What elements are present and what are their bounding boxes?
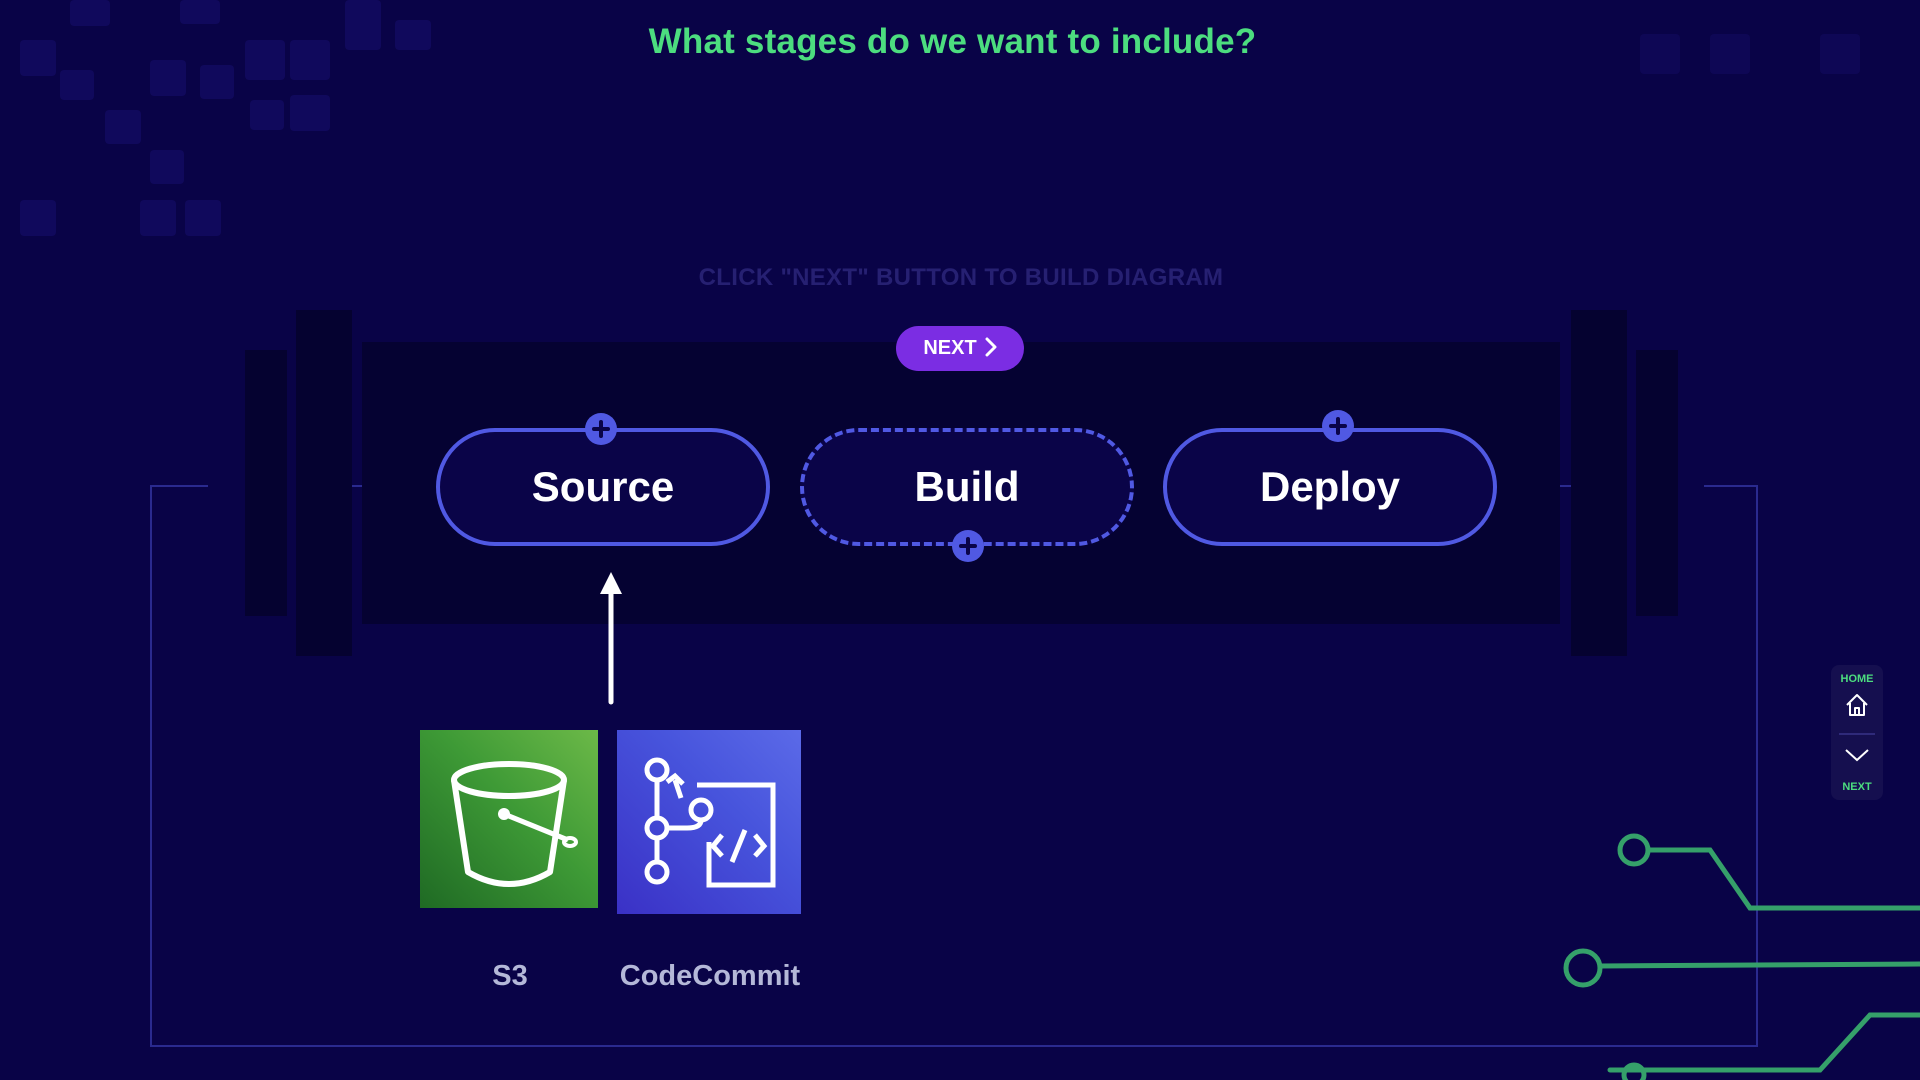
s3-label: S3 xyxy=(492,960,528,992)
stage-build[interactable]: Build xyxy=(800,428,1134,546)
codecommit-label: CodeCommit xyxy=(619,960,801,992)
plus-icon[interactable] xyxy=(1322,410,1354,442)
circuit-decoration xyxy=(1563,833,1920,1080)
plus-icon[interactable] xyxy=(952,530,984,562)
right-inner-bar xyxy=(1571,310,1627,656)
codecommit-tile[interactable] xyxy=(617,730,801,914)
up-arrow xyxy=(600,572,622,705)
next-button-label: NEXT xyxy=(923,337,977,359)
stage-build-label: Build xyxy=(914,463,1020,510)
page-title: What stages do we want to include? xyxy=(648,22,1257,61)
side-nav: HOME NEXT xyxy=(1831,665,1883,800)
s3-tile[interactable] xyxy=(420,730,598,908)
chevron-right-icon xyxy=(985,337,997,361)
stage-source-label: Source xyxy=(531,463,675,510)
plus-icon[interactable] xyxy=(585,413,617,445)
right-outer-bar xyxy=(1636,350,1678,616)
next-label: NEXT xyxy=(1842,781,1872,793)
background-tiles-right xyxy=(1640,30,1880,90)
home-icon[interactable] xyxy=(1843,691,1871,719)
stage-deploy-label: Deploy xyxy=(1259,463,1401,510)
codecommit-icon xyxy=(644,757,776,888)
home-label: HOME xyxy=(1840,673,1874,685)
stage-source[interactable]: Source xyxy=(436,428,770,546)
s3-bucket-icon xyxy=(451,761,578,887)
background-tiles xyxy=(0,0,520,260)
nav-divider xyxy=(1839,733,1875,735)
instruction-text: CLICK "NEXT" BUTTON TO BUILD DIAGRAM xyxy=(698,264,1224,291)
left-inner-bar xyxy=(296,310,352,656)
next-button[interactable]: NEXT xyxy=(896,326,1024,371)
chevron-down-icon[interactable] xyxy=(1843,745,1871,773)
left-outer-bar xyxy=(245,350,287,616)
stage-deploy[interactable]: Deploy xyxy=(1163,428,1497,546)
